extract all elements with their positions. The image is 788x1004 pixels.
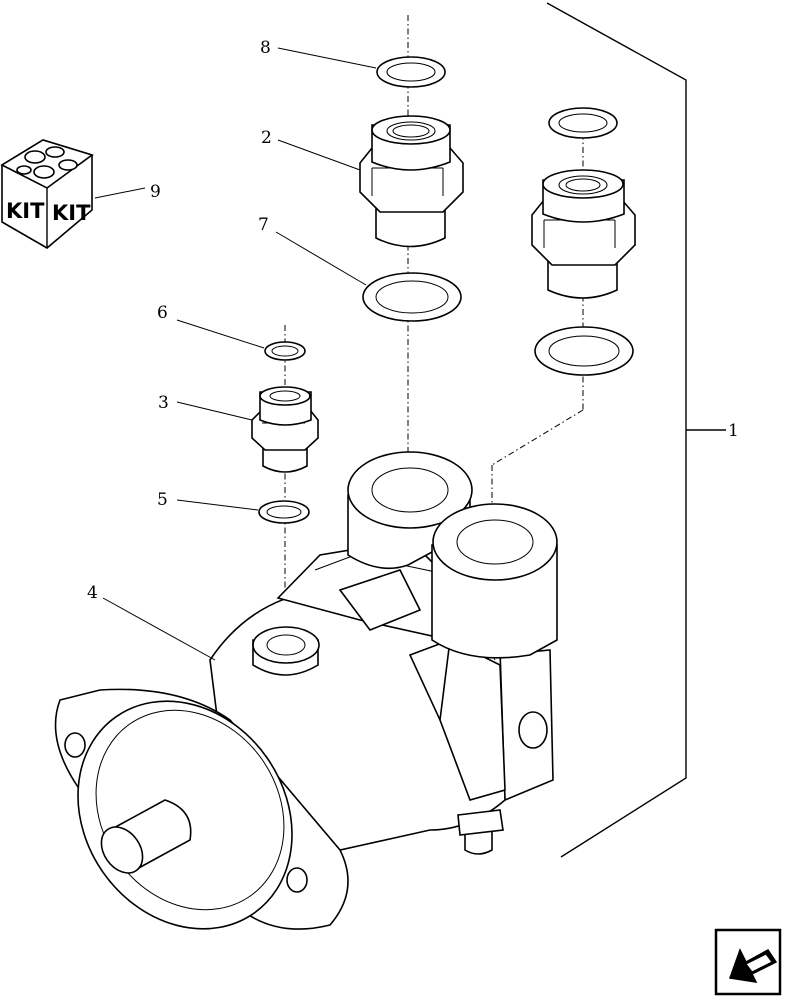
leader-lines: [94, 47, 377, 661]
callout-1: 1: [728, 421, 739, 441]
callout-5: 5: [157, 490, 168, 510]
fitting-3: [251, 386, 319, 473]
kit-label-left: KIT: [6, 199, 45, 223]
o-ring-right-top: [548, 107, 618, 139]
callout-2: 2: [261, 128, 272, 148]
assembly-bracket: [546, 2, 726, 858]
callout-labels: 1 2 3 4 5 6 7 8 9: [87, 38, 739, 603]
callout-9: 9: [150, 182, 161, 202]
callout-3: 3: [158, 393, 169, 413]
callout-7: 7: [258, 215, 269, 235]
callout-8: 8: [260, 38, 271, 58]
kit-box-9: KIT KIT: [0, 139, 94, 249]
o-ring-right-bottom: [534, 326, 634, 376]
previous-page-arrow-icon[interactable]: [714, 928, 782, 996]
o-ring-7: [362, 272, 462, 322]
o-ring-5: [258, 500, 310, 524]
fitting-2: [359, 115, 464, 248]
hydraulic-motor-4: [54, 451, 558, 930]
callout-4: 4: [87, 583, 98, 603]
o-ring-8: [376, 56, 446, 88]
callout-6: 6: [157, 303, 168, 323]
o-ring-6: [264, 341, 306, 361]
fitting-right: [531, 169, 636, 299]
kit-label-right: KIT: [52, 201, 91, 225]
